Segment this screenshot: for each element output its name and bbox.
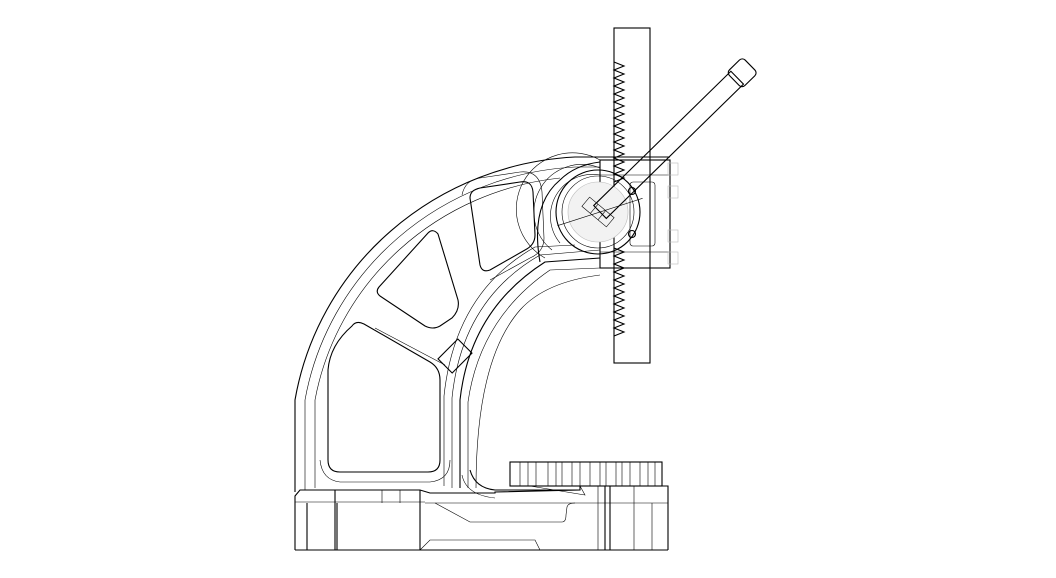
press-frame <box>294 152 670 499</box>
frame-pin <box>437 338 473 374</box>
pinion-housing <box>555 159 679 269</box>
bottom-gear <box>509 461 663 487</box>
press-base <box>294 485 669 551</box>
lever-handle <box>557 58 757 226</box>
frame-windows <box>319 171 545 483</box>
